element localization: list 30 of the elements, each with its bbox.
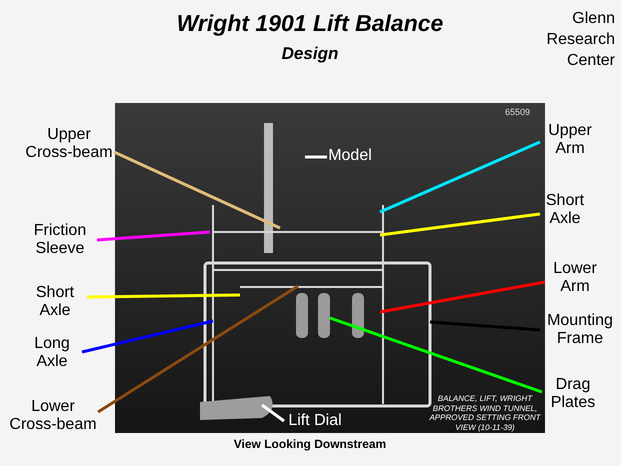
part-label: Drag Plates <box>550 376 596 412</box>
part-label: Lower Cross-beam <box>8 398 98 434</box>
part-label: Model <box>327 147 373 165</box>
center-name: Glenn Research Center <box>546 9 615 71</box>
photo-number: 65509 <box>504 107 530 117</box>
part-label: Friction Sleeve <box>32 222 88 258</box>
leader-line <box>330 316 542 394</box>
caption: View Looking Downstream <box>232 437 388 451</box>
part-label: Upper Arm <box>547 122 593 158</box>
subtitle: Design <box>280 44 340 64</box>
leader-line <box>380 212 540 236</box>
title: Wright 1901 Lift Balance <box>176 10 444 37</box>
part-label: Lift Dial <box>287 412 343 430</box>
leader-line <box>97 284 299 414</box>
leader-line <box>113 150 281 230</box>
part-label: Short Axle <box>34 284 76 320</box>
leader-line <box>261 404 285 422</box>
leader-line <box>305 156 327 158</box>
part-label: Long Axle <box>33 335 71 371</box>
part-label: Lower Arm <box>552 260 598 296</box>
leader-line <box>96 230 210 242</box>
photo-note: BALANCE, LIFT, WRIGHT BROTHERS WIND TUNNEL, APPROVED SETTING FRONT VIEW (10-11-39) <box>428 394 542 432</box>
leader-line <box>379 140 541 214</box>
leader-line <box>82 320 214 354</box>
leader-line <box>380 280 546 314</box>
part-label: Mounting Frame <box>546 312 614 348</box>
leader-line <box>430 320 540 332</box>
part-label: Upper Cross-beam <box>24 126 114 162</box>
part-label: Short Axle <box>544 192 586 228</box>
leader-line <box>86 294 240 298</box>
